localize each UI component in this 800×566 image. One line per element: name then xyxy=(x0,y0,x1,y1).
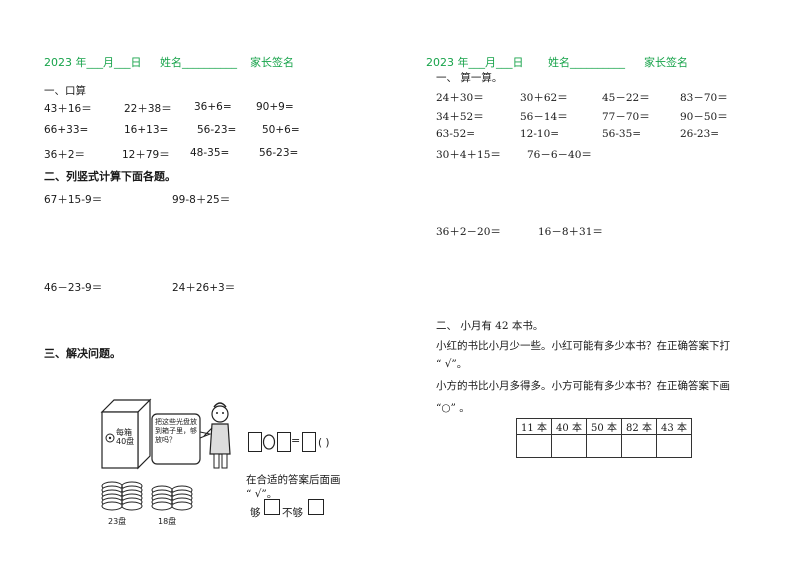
right-q: 83－70＝ xyxy=(680,92,728,104)
right-q: 90－50＝ xyxy=(680,111,728,123)
left-q: 36＋2＝ xyxy=(44,149,86,161)
enough-label: 够 xyxy=(250,507,261,519)
book-options-table: 11 本 40 本 50 本 82 本 43 本 xyxy=(516,418,692,458)
left-q: 36+6= xyxy=(194,101,232,113)
answer-cell[interactable] xyxy=(516,434,552,458)
answer-box[interactable] xyxy=(277,432,291,452)
answer-box[interactable] xyxy=(302,432,316,452)
left-vertical-item: 46－23-9＝ xyxy=(44,282,103,294)
equals-sign: = xyxy=(291,434,301,447)
answer-box[interactable] xyxy=(248,432,262,452)
instruction-line1: 在合适的答案后面画 xyxy=(246,474,341,486)
right-q: 76－6－40＝ xyxy=(527,149,592,161)
left-q: 12＋79＝ xyxy=(122,149,170,161)
left-sec3-title: 三、解决问题。 xyxy=(44,347,121,360)
left-vertical-item: 67＋15-9＝ xyxy=(44,194,103,206)
right-q: 26-23= xyxy=(680,128,720,140)
right-q2-mark: “○” 。 xyxy=(436,402,470,414)
left-q: 22＋38＝ xyxy=(124,103,172,115)
stack1-label: 23盘 xyxy=(108,517,127,526)
right-sec1-title: 一、 算一算。 xyxy=(436,72,503,84)
option-cell: 11 本 xyxy=(516,418,552,435)
right-header-parent: 家长签名 xyxy=(644,56,688,69)
answer-cell[interactable] xyxy=(551,434,587,458)
left-vertical-item: 24＋26+3＝ xyxy=(172,282,236,294)
right-q: 24＋30＝ xyxy=(436,92,484,104)
left-vertical-item: 99-8＋25＝ xyxy=(172,194,231,206)
right-q: 30＋4＋15＝ xyxy=(436,149,501,161)
left-sec2-title: 二、列竖式计算下面各题。 xyxy=(44,170,176,183)
left-sec1-title: 一、口算 xyxy=(44,85,86,97)
not-enough-checkbox[interactable] xyxy=(308,499,324,515)
speech-text: 把这些光盘放到箱子里，够放吗？ xyxy=(155,418,197,444)
right-q: 45－22＝ xyxy=(602,92,650,104)
right-q: 63-52= xyxy=(436,128,476,140)
option-cell: 43 本 xyxy=(656,418,692,435)
right-q1-mark: “ √”。 xyxy=(436,358,468,370)
stack2-label: 18盘 xyxy=(158,517,177,526)
option-cell: 82 本 xyxy=(621,418,657,435)
right-q: 16－8＋31＝ xyxy=(538,226,603,238)
left-header-date: 2023 年___月___日 xyxy=(44,56,142,69)
instruction-line2: “ √”。 xyxy=(246,488,278,500)
right-q: 77－70＝ xyxy=(602,111,650,123)
right-q: 30＋62＝ xyxy=(520,92,568,104)
right-q: 34＋52＝ xyxy=(436,111,484,123)
enough-checkbox[interactable] xyxy=(264,499,280,515)
left-q: 56-23= xyxy=(197,124,237,136)
right-sec2-title: 二、 小月有 42 本书。 xyxy=(436,320,544,332)
box-label: 每箱 40盘 xyxy=(116,428,135,446)
option-cell: 50 本 xyxy=(586,418,622,435)
left-q: 50+6= xyxy=(262,124,300,136)
unit-paren: ( ) xyxy=(318,437,330,449)
operator-circle-icon[interactable] xyxy=(262,434,276,450)
left-q: 48-35= xyxy=(190,147,230,159)
answer-cell[interactable] xyxy=(586,434,622,458)
not-enough-label: 不够 xyxy=(282,507,303,519)
left-q: 66+33= xyxy=(44,124,89,136)
right-q: 36＋2－20＝ xyxy=(436,226,501,238)
right-q: 56-35= xyxy=(602,128,642,140)
right-q1-text: 小红的书比小月少一些。小红可能有多少本书？在正确答案下打 xyxy=(436,340,730,352)
left-q: 43＋16＝ xyxy=(44,103,92,115)
right-header-date: 2023 年___月___日 xyxy=(426,56,524,69)
cd-box-illustration xyxy=(100,398,231,511)
option-cell: 40 本 xyxy=(551,418,587,435)
right-q2-text: 小方的书比小月多得多。小方可能有多少本书？在正确答案下画 xyxy=(436,380,730,392)
answer-cell[interactable] xyxy=(656,434,692,458)
right-header-name: 姓名__________ xyxy=(548,56,625,69)
right-q: 56－14＝ xyxy=(520,111,568,123)
left-q: 16+13= xyxy=(124,124,169,136)
left-header-parent: 家长签名 xyxy=(250,56,294,69)
left-header-name: 姓名__________ xyxy=(160,56,237,69)
left-q: 56-23= xyxy=(259,147,299,159)
left-q: 90+9= xyxy=(256,101,294,113)
right-q: 12-10= xyxy=(520,128,560,140)
answer-cell[interactable] xyxy=(621,434,657,458)
